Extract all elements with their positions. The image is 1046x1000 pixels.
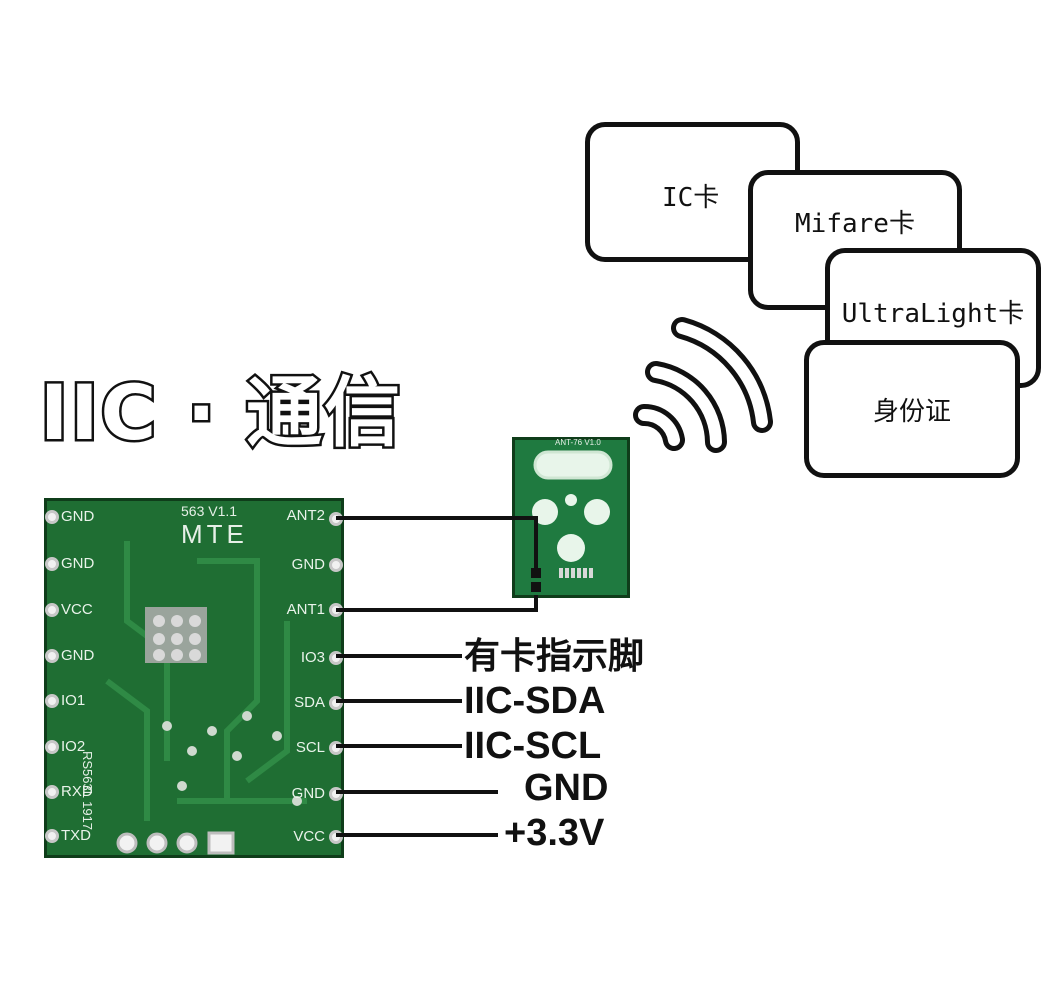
pin-pad xyxy=(45,740,59,754)
pin-label-sda: SDA xyxy=(294,694,325,711)
pin-label-left-7: RXD xyxy=(61,783,93,800)
pcb-traces xyxy=(105,541,307,855)
pin-pad xyxy=(45,694,59,708)
pin-label-left-8: TXD xyxy=(61,827,91,844)
signal-3v3: +3.3V xyxy=(504,812,605,854)
pin-label-left-5: IO1 xyxy=(61,692,86,709)
antenna-label: ANT-76 V1.0 xyxy=(555,438,601,447)
pin-label-ant1: ANT1 xyxy=(286,601,325,618)
card-id: 身份证 xyxy=(804,340,1020,478)
pin-label-gnd-right-1: GND xyxy=(291,556,325,573)
pin-label-left-2: GND xyxy=(61,555,95,572)
module-model: 563 V1.1 xyxy=(181,503,238,519)
pin-pad xyxy=(45,510,59,524)
pin-label-vcc-right: VCC xyxy=(293,828,325,845)
pin-label-left-6: IO2 xyxy=(61,738,86,755)
pin-label-left-1: GND xyxy=(61,508,95,525)
pin-label-scl: SCL xyxy=(295,739,325,756)
pin-pad xyxy=(45,603,59,617)
diagram-title: IIC · 通信 xyxy=(37,366,403,460)
pin-pad xyxy=(329,558,343,572)
rfid-module-board: 563 V1.1 MTE RS563L 1917 GND GND VCC GND… xyxy=(44,498,344,858)
card-ultralight-label: UltraLight卡 xyxy=(841,299,1025,329)
antenna-board: ANT-76 V1.0 xyxy=(512,437,630,598)
signal-iic-sda: IIC-SDA xyxy=(464,680,606,722)
pin-label-left-3: VCC xyxy=(61,601,93,618)
card-id-label: 身份证 xyxy=(872,396,951,427)
signal-card-detect: 有卡指示脚 xyxy=(464,635,645,676)
pin-pad xyxy=(45,649,59,663)
pin-pad xyxy=(45,557,59,571)
pin-label-ant2: ANT2 xyxy=(286,507,325,524)
pin-pad xyxy=(45,829,59,843)
module-brand: MTE xyxy=(181,519,248,549)
pin-label-io3: IO3 xyxy=(300,649,325,666)
pin-pad xyxy=(45,785,59,799)
card-mifare-label: Mifare卡 xyxy=(795,209,915,239)
antenna-artwork xyxy=(531,450,613,592)
card-ic-label: IC卡 xyxy=(662,183,720,213)
pin-label-gnd-right-2: GND xyxy=(291,785,325,802)
wireless-signal-icon xyxy=(633,317,773,453)
pin-label-left-4: GND xyxy=(61,647,95,664)
signal-iic-scl: IIC-SCL xyxy=(464,725,602,767)
signal-gnd: GND xyxy=(524,767,609,809)
